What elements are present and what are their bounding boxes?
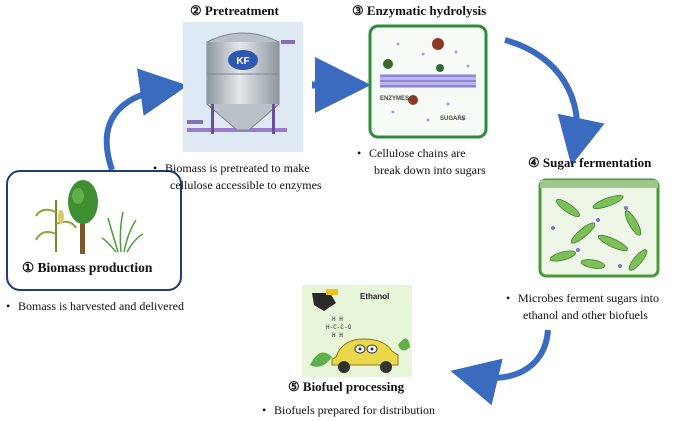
arrow-4-to-5 [450,329,551,406]
svg-text:H H: H H [332,332,343,339]
step-5-title: ⑤ Biofuel processing [288,379,405,394]
step-3-bullet: •Cellulose chains are break down into su… [357,146,486,177]
tank-logo: KF [236,56,249,67]
ethanol-label: Ethanol [360,292,389,301]
corn-plant-icon [35,200,77,252]
sugar-fermentation-illustration [538,178,660,278]
step-2-title: ② Pretreatment [190,3,279,18]
step-4-title: ④ Sugar fermentation [528,155,652,170]
plants-illustration [35,180,144,254]
enzymatic-hydrolysis-illustration: ENZYMES SUGARS [368,24,488,139]
step-3-title: ③ Enzymatic hydrolysis [352,3,487,18]
step-2-bullet: •Biomass is pretreated to make cellulose… [153,161,322,192]
svg-text:H-C-C-O: H-C-C-O [326,324,352,331]
pretreatment-tank-illustration: KF [183,22,303,152]
step-4-bullet: •Microbes ferment sugars into ethanol an… [506,291,659,322]
grass-icon [101,211,144,253]
step-1-bullet: •Bomass is harvested and delivered [6,299,184,313]
arrow-1-to-2 [103,68,188,171]
biofuel-car-illustration: H H H-C-C-O H H Ethanol [302,285,412,377]
enzymes-label: ENZYMES [380,96,409,102]
step-1-title: ① Biomass production [22,260,153,275]
biomass-production-box: ① Biomass production [6,170,182,291]
sugars-label: SUGARS [440,116,466,122]
tree-icon [68,180,98,254]
arrow-3-to-4 [504,37,605,166]
svg-text:H H: H H [332,316,343,323]
step-5-bullet: •Biofuels prepared for distribution [262,403,435,417]
